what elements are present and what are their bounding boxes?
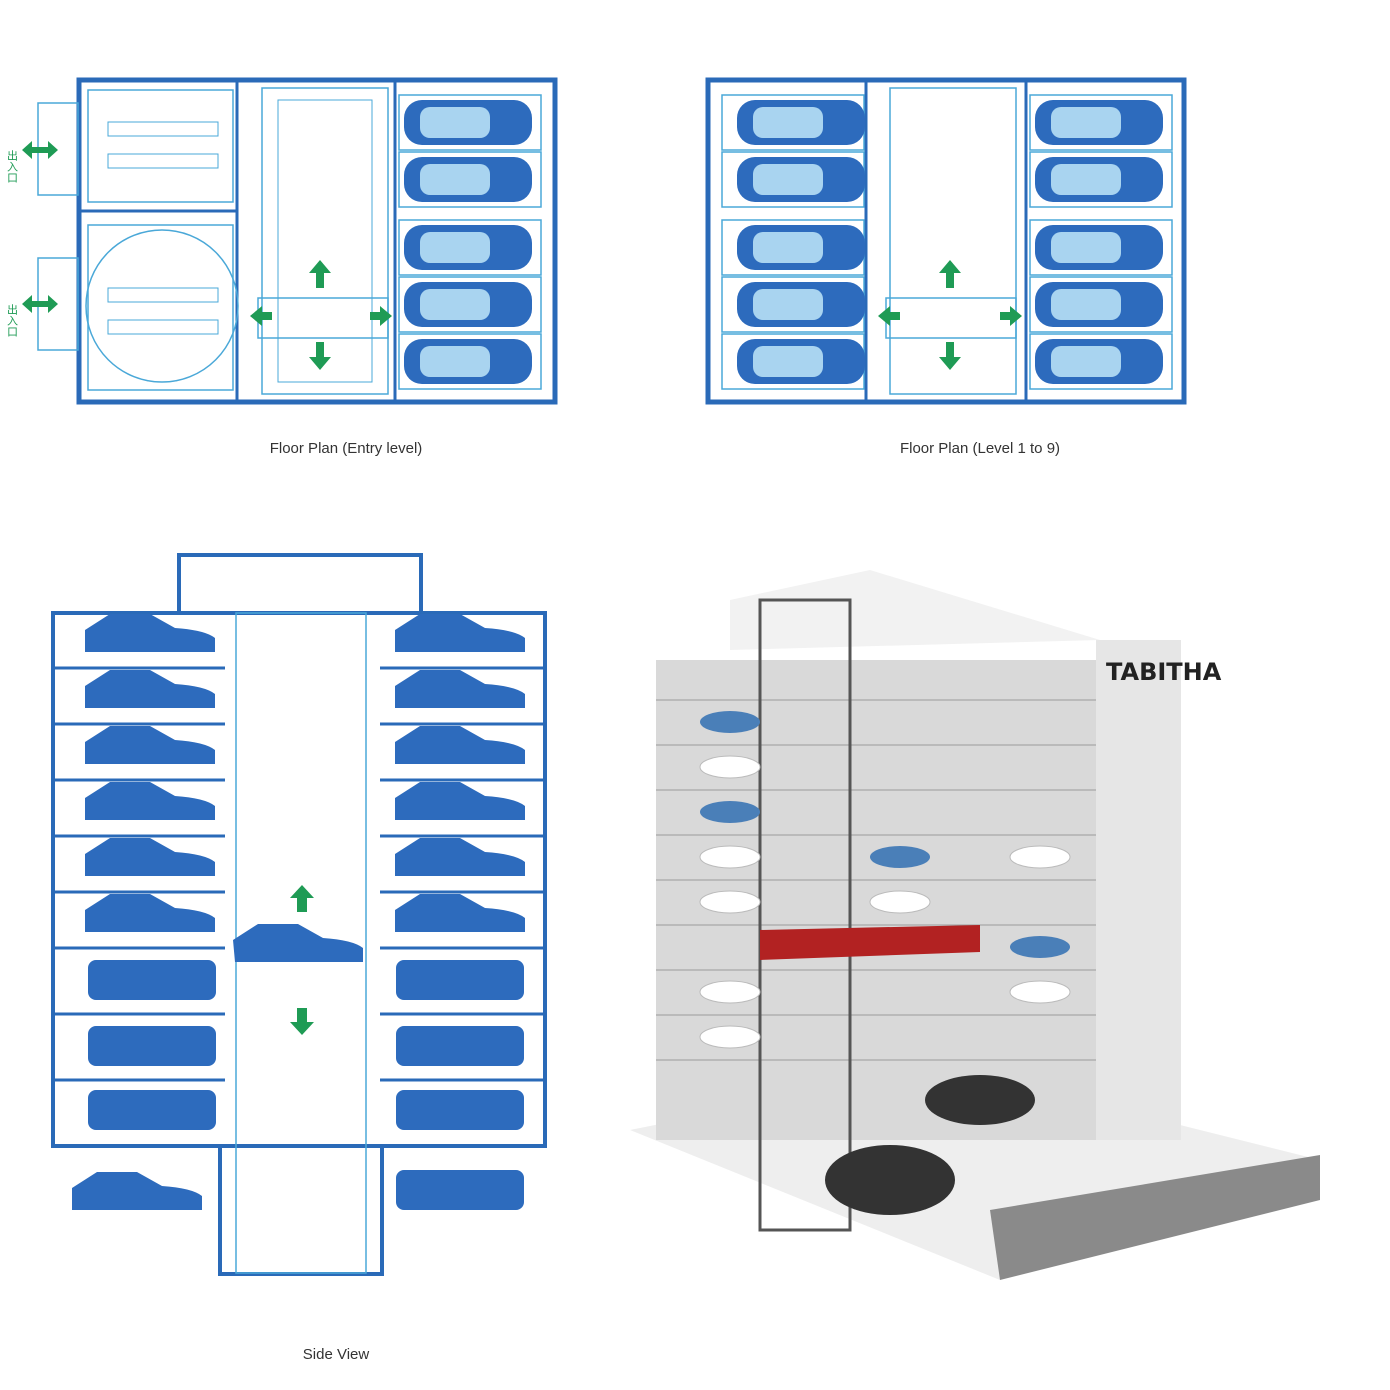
- caption-entry-plan: Floor Plan (Entry level): [269, 440, 423, 457]
- caption-level-plan: Floor Plan (Level 1 to 9): [899, 440, 1061, 457]
- floor-plan-entry: 出入口 出入口: [0, 70, 570, 415]
- caption-side-view: Side View: [302, 1346, 370, 1363]
- floor-plan-levels: [700, 70, 1200, 415]
- entry-side-label: 出入口: [6, 149, 19, 183]
- svg-text:出入口: 出入口: [6, 303, 19, 337]
- side-view: [0, 550, 570, 1290]
- car-top-view-icon: [404, 100, 532, 384]
- car-side-view-icon: [72, 614, 525, 1210]
- building-render: TABITHA: [620, 560, 1340, 1280]
- brand-sign: TABITHA: [1106, 658, 1222, 686]
- arrow-icon: [22, 141, 392, 370]
